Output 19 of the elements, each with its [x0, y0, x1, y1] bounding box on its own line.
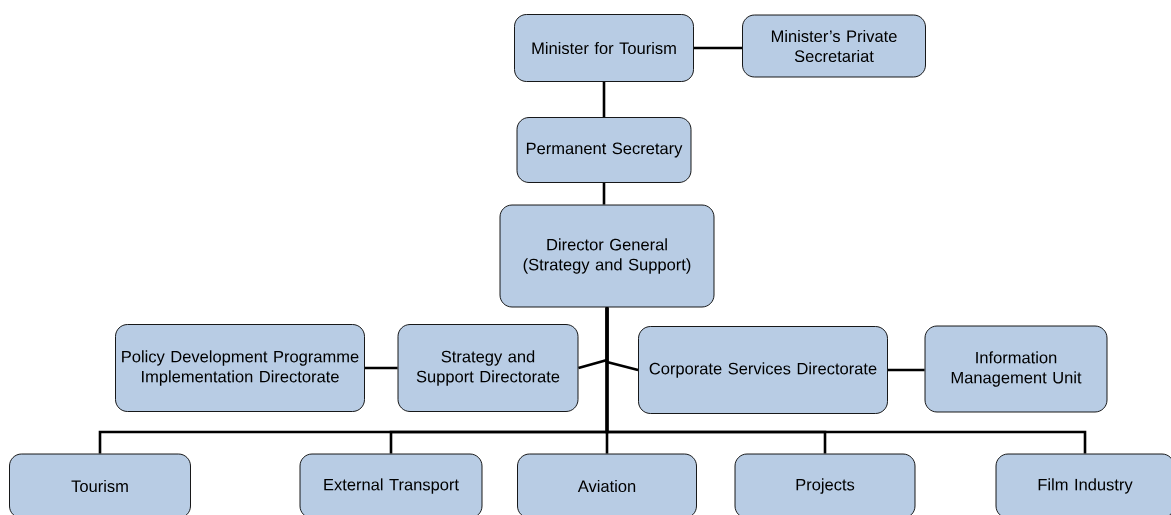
connector-line	[605, 307, 1087, 454]
connector-line	[693, 46, 743, 50]
org-box: Aviation	[517, 453, 697, 515]
org-box: Corporate Services Directorate	[638, 326, 888, 414]
org-box: Policy Development Programme Implementation Directorate	[115, 324, 365, 412]
org-box: Film Industry	[995, 453, 1171, 515]
org-box: Permanent Secretary	[516, 117, 692, 183]
connector-line	[602, 81, 606, 118]
connector-line	[602, 182, 606, 205]
connector-line	[364, 366, 398, 370]
org-box: Information Management Unit	[924, 325, 1108, 413]
org-box: Minister’s Private Secretariat	[742, 14, 926, 78]
org-box: External Transport	[299, 453, 483, 515]
org-box: Strategy and Support Directorate	[397, 324, 579, 412]
connector-line	[887, 368, 925, 372]
org-box: Director General (Strategy and Support)	[499, 204, 715, 308]
org-box: Projects	[734, 453, 916, 515]
org-box: Minister for Tourism	[514, 14, 694, 82]
org-box: Tourism	[9, 453, 191, 515]
